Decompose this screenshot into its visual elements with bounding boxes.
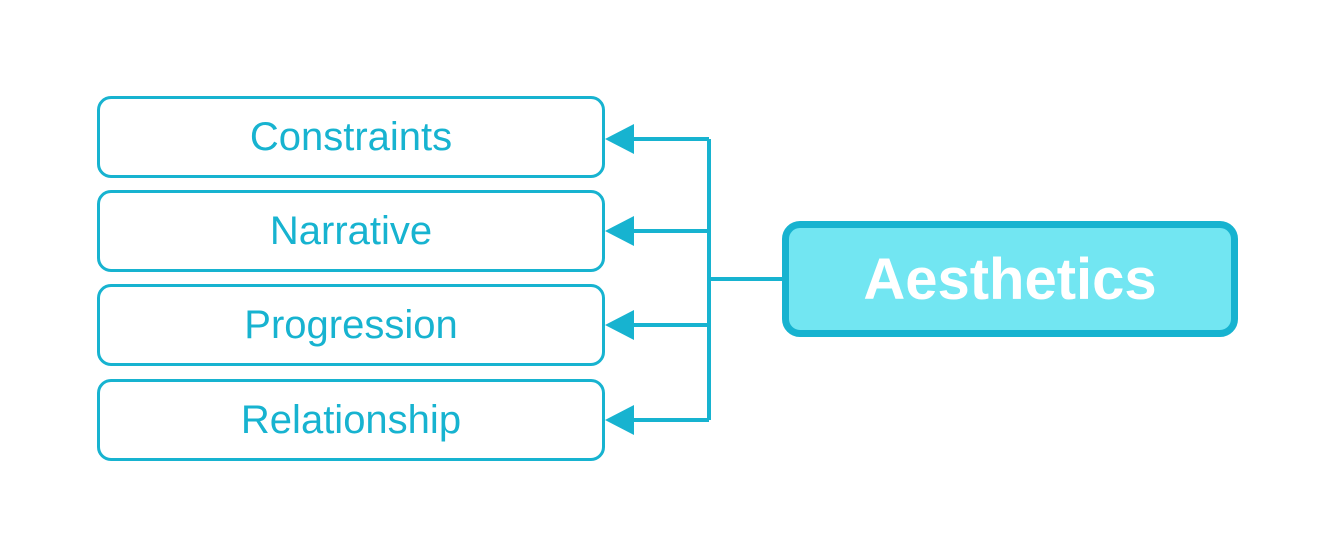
node-narrative[interactable]: Narrative: [97, 190, 605, 272]
root-label: Aesthetics: [863, 246, 1157, 312]
node-label: Constraints: [249, 114, 453, 159]
node-progression[interactable]: Progression: [97, 284, 605, 366]
arrowhead-constraints: [605, 124, 634, 154]
root-node-aesthetics[interactable]: Aesthetics: [782, 221, 1238, 337]
node-label: Relationship: [240, 397, 462, 442]
arrowhead-progression: [605, 310, 634, 340]
node-constraints[interactable]: Constraints: [97, 96, 605, 178]
node-label: Narrative: [269, 208, 433, 253]
node-label: Progression: [244, 302, 458, 347]
arrowhead-narrative: [605, 216, 634, 246]
arrowhead-relationship: [605, 405, 634, 435]
node-relationship[interactable]: Relationship: [97, 379, 605, 461]
